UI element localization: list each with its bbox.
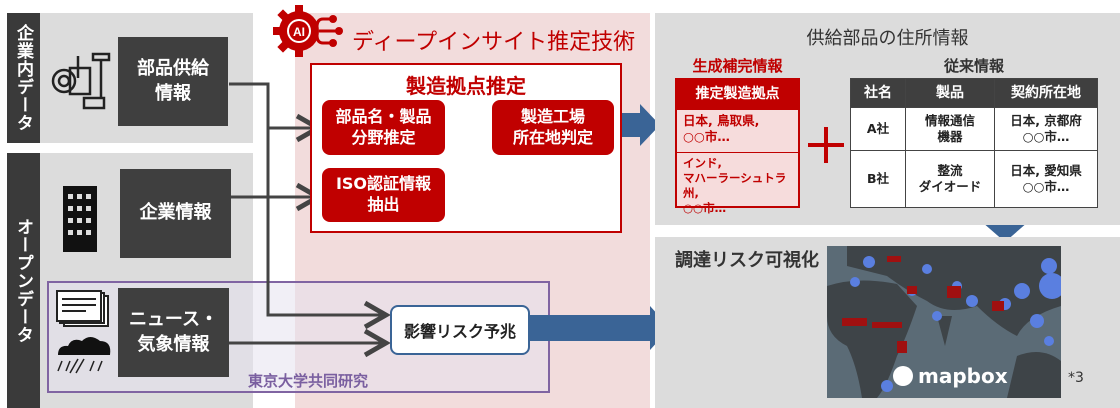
parts-machine-icon bbox=[51, 52, 111, 110]
table-cell: 日本, 京都府 ○○市… bbox=[994, 107, 1098, 151]
generated-row: 日本, 鳥取県, ○○市… bbox=[677, 109, 798, 152]
risk-map[interactable]: mapbox bbox=[827, 246, 1061, 398]
internal-data-label: 企業内データ bbox=[7, 13, 40, 143]
column-header: 契約所在地 bbox=[994, 78, 1098, 108]
table-cell: A社 bbox=[850, 107, 906, 151]
conventional-info-table: 社名製品契約所在地 A社情報通信 機器日本, 京都府 ○○市… B社整流 ダイオ… bbox=[850, 78, 1098, 208]
factory-location-box: 製造工場 所在地判定 bbox=[492, 100, 614, 155]
table-cell: B社 bbox=[850, 150, 906, 208]
parts-supply-info-box: 部品供給 情報 bbox=[118, 37, 228, 126]
mapbox-logo: mapbox bbox=[893, 364, 1008, 388]
risk-visualization-title: 調達リスク可視化 bbox=[675, 250, 819, 271]
column-header: 製品 bbox=[905, 78, 995, 108]
collab-label: 東京大学共同研究 bbox=[248, 372, 369, 390]
generated-info-title: 生成補完情報 bbox=[692, 57, 783, 75]
world-map-graphic bbox=[827, 246, 1061, 398]
part-name-estimation-box: 部品名・製品 分野推定 bbox=[322, 100, 445, 155]
table-cell: 日本, 愛知県 ○○市… bbox=[994, 150, 1098, 208]
news-icon bbox=[56, 290, 109, 327]
generated-header: 推定製造拠点 bbox=[677, 80, 798, 109]
group-title: 製造拠点推定 bbox=[406, 74, 526, 98]
news-weather-box: ニュース・ 気象情報 bbox=[118, 288, 229, 377]
company-info-box: 企業情報 bbox=[120, 169, 231, 258]
mapbox-logo-text: mapbox bbox=[918, 364, 1008, 388]
ai-gear-icon: AI bbox=[273, 5, 343, 57]
conventional-info-title: 従来情報 bbox=[943, 57, 1004, 75]
table-cell: 整流 ダイオード bbox=[905, 150, 995, 208]
ai-icon-text: AI bbox=[293, 25, 305, 39]
plus-icon bbox=[808, 127, 844, 163]
table-row: A社情報通信 機器日本, 京都府 ○○市… bbox=[850, 107, 1098, 151]
risk-sign-box: 影響リスク予兆 bbox=[390, 305, 530, 355]
footnote-mark: *3 bbox=[1068, 370, 1084, 386]
address-info-title: 供給部品の住所情報 bbox=[806, 28, 969, 49]
iso-extraction-box: ISO認証情報 抽出 bbox=[322, 168, 445, 222]
mapbox-logo-icon bbox=[893, 366, 913, 386]
building-icon bbox=[63, 186, 97, 252]
open-data-label: オープンデータ bbox=[7, 153, 40, 408]
ai-title: ディープインサイト推定技術 bbox=[352, 30, 636, 55]
column-header: 社名 bbox=[850, 78, 906, 108]
generated-info-table: 推定製造拠点 日本, 鳥取県, ○○市… インド, マハーラーシュトラ州, ○○… bbox=[675, 78, 800, 215]
table-cell: 情報通信 機器 bbox=[905, 107, 995, 151]
rain-cloud-icon bbox=[57, 337, 111, 374]
generated-row: インド, マハーラーシュトラ州, ○○市… bbox=[677, 152, 798, 219]
table-row: B社整流 ダイオード日本, 愛知県 ○○市… bbox=[850, 150, 1098, 208]
